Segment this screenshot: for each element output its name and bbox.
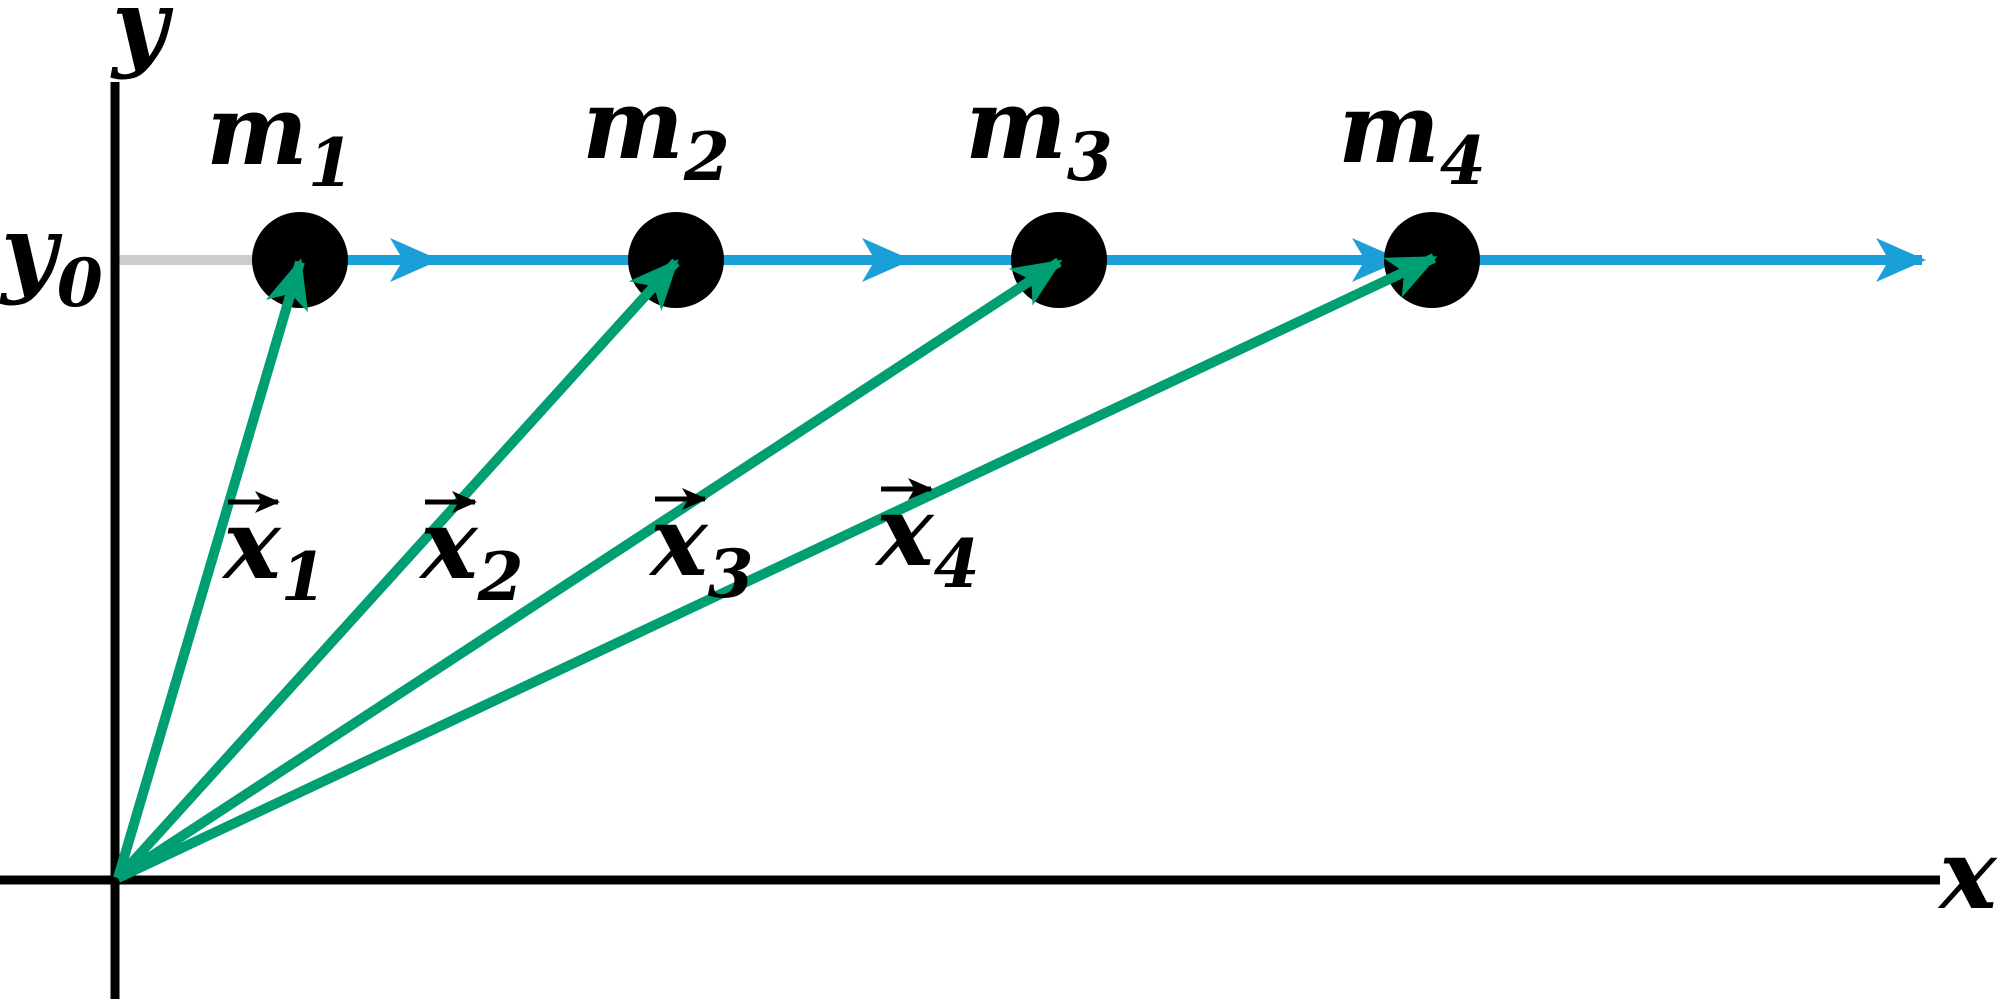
mass-1-circle bbox=[252, 212, 348, 308]
mass-1-label-base: m bbox=[206, 74, 308, 187]
mass-4-label-base: m bbox=[1338, 72, 1440, 185]
mass-2-label-sub: 2 bbox=[683, 118, 730, 196]
vector-4-label-sub: 4 bbox=[934, 525, 980, 603]
mass-2-label-base: m bbox=[582, 68, 684, 181]
position-vector-1 bbox=[113, 258, 309, 880]
vector-3-label: x3 bbox=[648, 485, 753, 613]
vector-4-label: x4 bbox=[874, 475, 979, 603]
vector-3-label-base: x bbox=[648, 485, 709, 598]
vector-3-label-sub: 3 bbox=[708, 535, 754, 613]
vector-1-label-base: x bbox=[221, 488, 282, 601]
vector-2-label-base: x bbox=[418, 488, 479, 601]
vector-1-label: x1 bbox=[221, 488, 326, 616]
mass-2-label: m2 bbox=[582, 68, 730, 196]
mass-3-label: m3 bbox=[965, 68, 1113, 196]
mass-3-label-sub: 3 bbox=[1067, 118, 1113, 196]
mass-4-label: m4 bbox=[1338, 72, 1486, 200]
vector-2-label-sub: 2 bbox=[477, 538, 524, 616]
mass-1-label: m1 bbox=[206, 74, 354, 202]
mass-1-label-sub: 1 bbox=[308, 124, 354, 202]
y-axis-label: y bbox=[110, 0, 174, 81]
mass-4-label-sub: 4 bbox=[1440, 122, 1486, 200]
x-axis-label: x bbox=[1937, 818, 1998, 931]
vector-4-label-base: x bbox=[874, 475, 935, 588]
position-vector-4 bbox=[115, 253, 1438, 883]
y0-label: y0 bbox=[0, 194, 103, 322]
y0-label-base: y bbox=[0, 194, 63, 307]
position-vector-3 bbox=[115, 257, 1063, 883]
vector-2-label: x2 bbox=[418, 488, 523, 616]
mass-3-label-base: m bbox=[965, 68, 1067, 181]
mass-3-circle bbox=[1011, 212, 1107, 308]
vector-1-label-sub: 1 bbox=[281, 538, 327, 616]
y0-label-sub: 0 bbox=[57, 244, 103, 322]
position-vector-2 bbox=[114, 258, 680, 882]
